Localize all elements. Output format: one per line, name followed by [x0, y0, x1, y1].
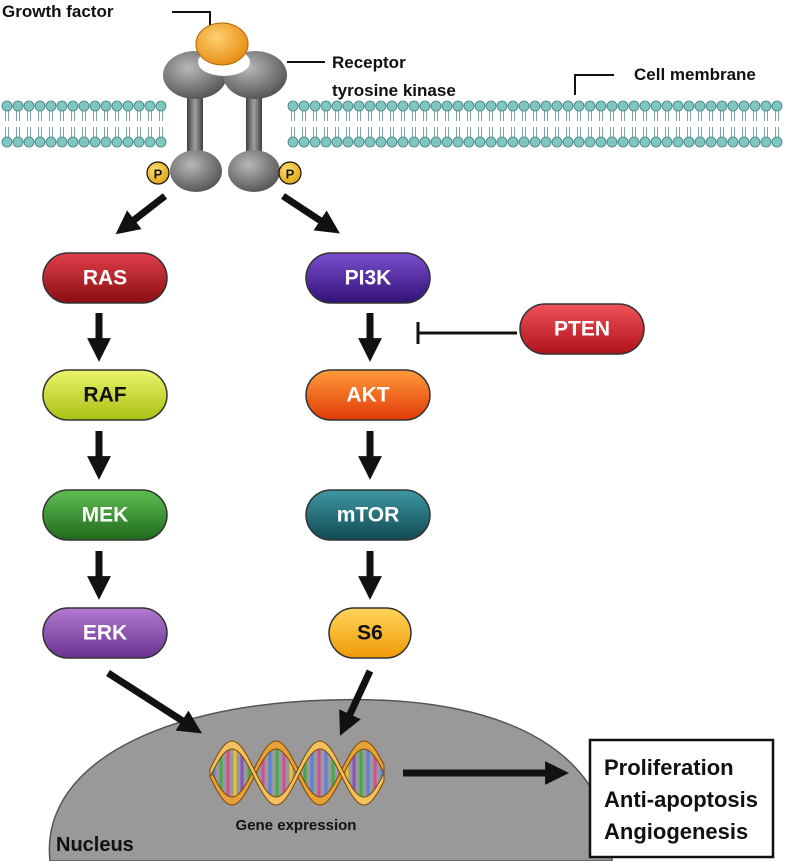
s6-label: S6 [357, 622, 383, 645]
arrow-receptor-to-ras [115, 193, 168, 235]
phosphate-right-label: P [286, 167, 295, 182]
cell-membrane [1, 100, 783, 148]
phosphate-right: P [278, 161, 302, 185]
erk-label: ERK [83, 622, 127, 645]
arrow-s6-to-dna [339, 669, 374, 736]
ras-node [42, 252, 168, 304]
phosphate-left: P [146, 161, 170, 185]
outcome-anti-apoptosis: Anti-apoptosis [604, 787, 758, 812]
cell-membrane-callout-line [574, 74, 614, 95]
outcome-angiogenesis: Angiogenesis [604, 819, 748, 844]
phosphate-left-label: P [154, 167, 163, 182]
gene-expression-label: Gene expression [236, 817, 357, 834]
arrow-erk-to-dna [106, 670, 203, 734]
raf-label: RAF [83, 384, 126, 407]
erk-node [42, 607, 168, 659]
pi3k-label: PI3K [345, 267, 392, 290]
mek-label: MEK [82, 504, 129, 527]
s6-node [328, 607, 412, 659]
mtor-label: mTOR [337, 504, 400, 527]
mek-node [42, 489, 168, 541]
akt-label: AKT [346, 384, 389, 407]
pten-inhibition-line [416, 322, 517, 344]
raf-node [42, 369, 168, 421]
nucleus-label: Nucleus [56, 834, 134, 856]
mtor-node [305, 489, 431, 541]
dna-helix-icon [209, 740, 385, 806]
cell-membrane-label: Cell membrane [634, 65, 756, 84]
growth-factor-label: Growth factor [2, 2, 114, 21]
receptor-tyrosine-kinase [163, 22, 287, 192]
receptor-label-line1: Receptor [332, 53, 406, 72]
pi3k-node [305, 252, 431, 304]
receptor-label-line2: tyrosine kinase [332, 81, 456, 100]
outcomes-box [588, 738, 775, 859]
pten-label: PTEN [554, 318, 610, 341]
akt-node [305, 369, 431, 421]
ras-label: RAS [83, 267, 127, 290]
pten-node [519, 303, 645, 355]
outcome-proliferation: Proliferation [604, 755, 734, 780]
arrow-receptor-to-pi3k [281, 193, 340, 234]
